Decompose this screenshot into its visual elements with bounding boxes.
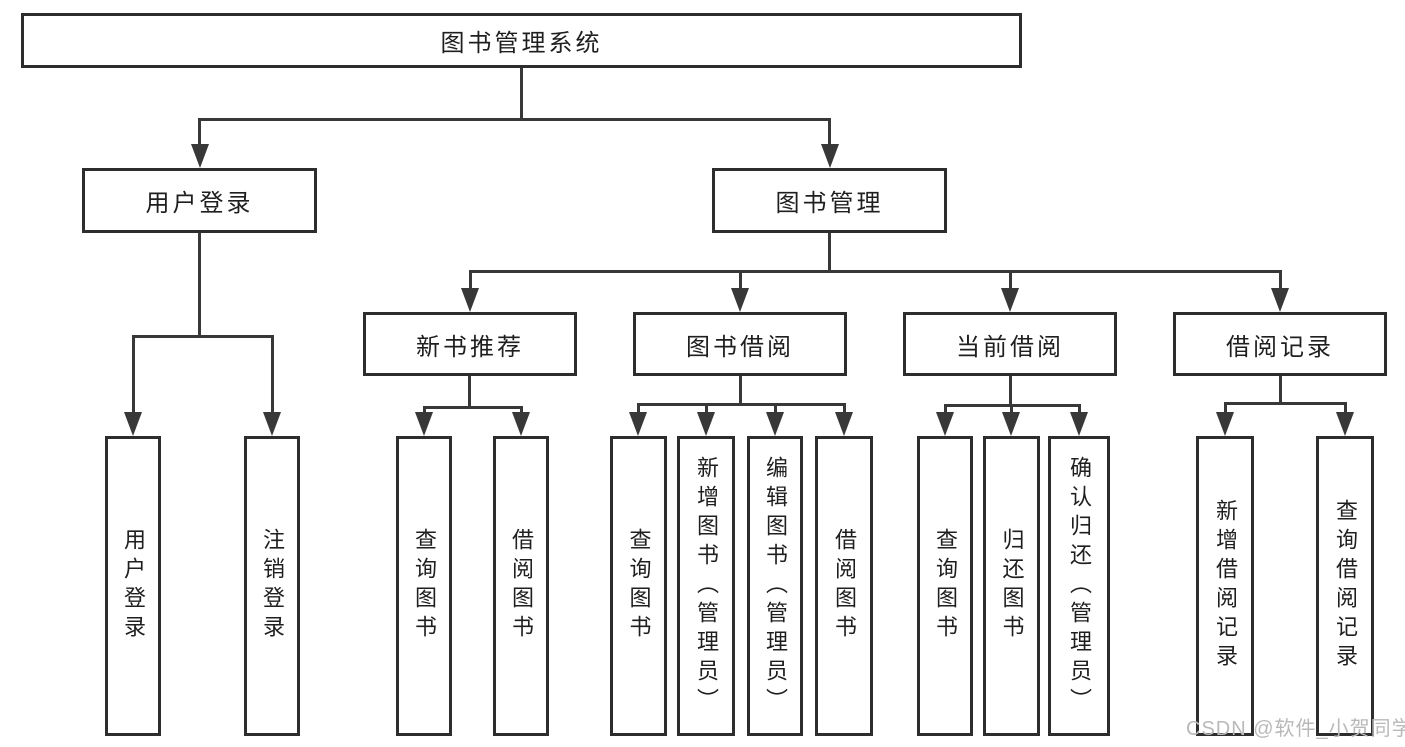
connector-line [1009,376,1012,404]
connector-line [1279,270,1282,290]
arrowhead-down [124,412,142,436]
node-book-management: 图书管理 [712,168,947,233]
arrowhead-down [629,412,647,436]
node-book-borrow: 图书借阅 [633,312,847,376]
arrowhead-down [1001,288,1019,312]
leaf-label: 查询图书 [626,528,652,644]
leaf-label: 查询借阅记录 [1333,499,1358,673]
connector-line [520,406,523,414]
arrowhead-down [731,288,749,312]
connector-line [198,118,201,146]
arrowhead-down [1070,412,1088,436]
leaf-add-books-admin: 新增图书（管理员） [677,436,735,736]
leaf-query-books-current: 查询图书 [917,436,973,736]
leaf-edit-books-admin: 编辑图书（管理员） [747,436,803,736]
leaf-query-books-borrow: 查询图书 [610,436,667,736]
connector-line [739,270,742,290]
leaf-label: 查询图书 [412,528,437,644]
connector-line [828,118,831,146]
node-current-borrow: 当前借阅 [903,312,1117,376]
connector-line [1224,402,1347,405]
leaf-label: 用户登录 [121,528,146,644]
connector-line [469,270,472,290]
leaf-label: 确认归还（管理员） [1067,455,1092,717]
connector-line [944,404,947,414]
leaf-label: 新增借阅记录 [1213,499,1238,673]
connector-line [705,403,708,414]
node-new-book-recommend: 新书推荐 [363,312,577,376]
connector-line [828,233,831,270]
arrowhead-down [415,412,433,436]
leaf-label: 新增图书（管理员） [694,455,719,717]
arrowhead-down [697,412,715,436]
connector-line [271,335,274,414]
arrowhead-down [1271,288,1289,312]
connector-line [1078,404,1081,414]
arrowhead-down [835,412,853,436]
leaf-label: 查询图书 [933,528,958,644]
arrowhead-down [766,412,784,436]
connector-line [1009,270,1012,290]
leaf-label: 借阅图书 [832,528,857,644]
leaf-add-borrow-record: 新增借阅记录 [1196,436,1254,736]
connector-line [1279,376,1282,402]
leaf-query-books-recommend: 查询图书 [396,436,452,736]
node-user-login: 用户登录 [82,168,317,233]
connector-line [1010,404,1013,414]
leaf-label: 编辑图书（管理员） [763,455,788,717]
connector-line [198,233,201,335]
connector-line [423,406,523,409]
connector-line [843,403,846,414]
arrowhead-down [263,412,281,436]
node-root: 图书管理系统 [21,13,1022,68]
arrowhead-down [936,412,954,436]
arrowhead-down [1002,412,1020,436]
leaf-logout: 注销登录 [244,436,300,736]
leaf-query-borrow-record: 查询借阅记录 [1316,436,1374,736]
leaf-user-login: 用户登录 [105,436,161,736]
connector-line [739,376,742,403]
connector-line [637,403,640,414]
arrowhead-down [512,412,530,436]
connector-line [198,118,831,121]
csdn-watermark: CSDN @软件_小贺同学 [1186,718,1405,740]
connector-line [423,406,426,414]
leaf-label: 归还图书 [999,528,1025,644]
connector-line [1344,402,1347,414]
connector-line [774,403,777,414]
leaf-label: 注销登录 [260,528,285,644]
arrowhead-down [821,144,839,168]
leaf-confirm-return-admin: 确认归还（管理员） [1048,436,1110,736]
connector-line [132,335,135,414]
leaf-borrow-books: 借阅图书 [815,436,873,736]
leaf-label: 借阅图书 [509,528,534,644]
connector-line [1224,402,1227,414]
leaf-borrow-books-recommend: 借阅图书 [493,436,549,736]
connector-line [520,68,523,118]
connector-line [132,335,274,338]
connector-line [468,376,471,406]
connector-line [469,270,1282,273]
arrowhead-down [1336,412,1354,436]
arrowhead-down [461,288,479,312]
connector-line [637,403,846,406]
leaf-return-books: 归还图书 [983,436,1040,736]
arrowhead-down [1216,412,1234,436]
node-borrow-records: 借阅记录 [1173,312,1387,376]
arrowhead-down [191,144,209,168]
